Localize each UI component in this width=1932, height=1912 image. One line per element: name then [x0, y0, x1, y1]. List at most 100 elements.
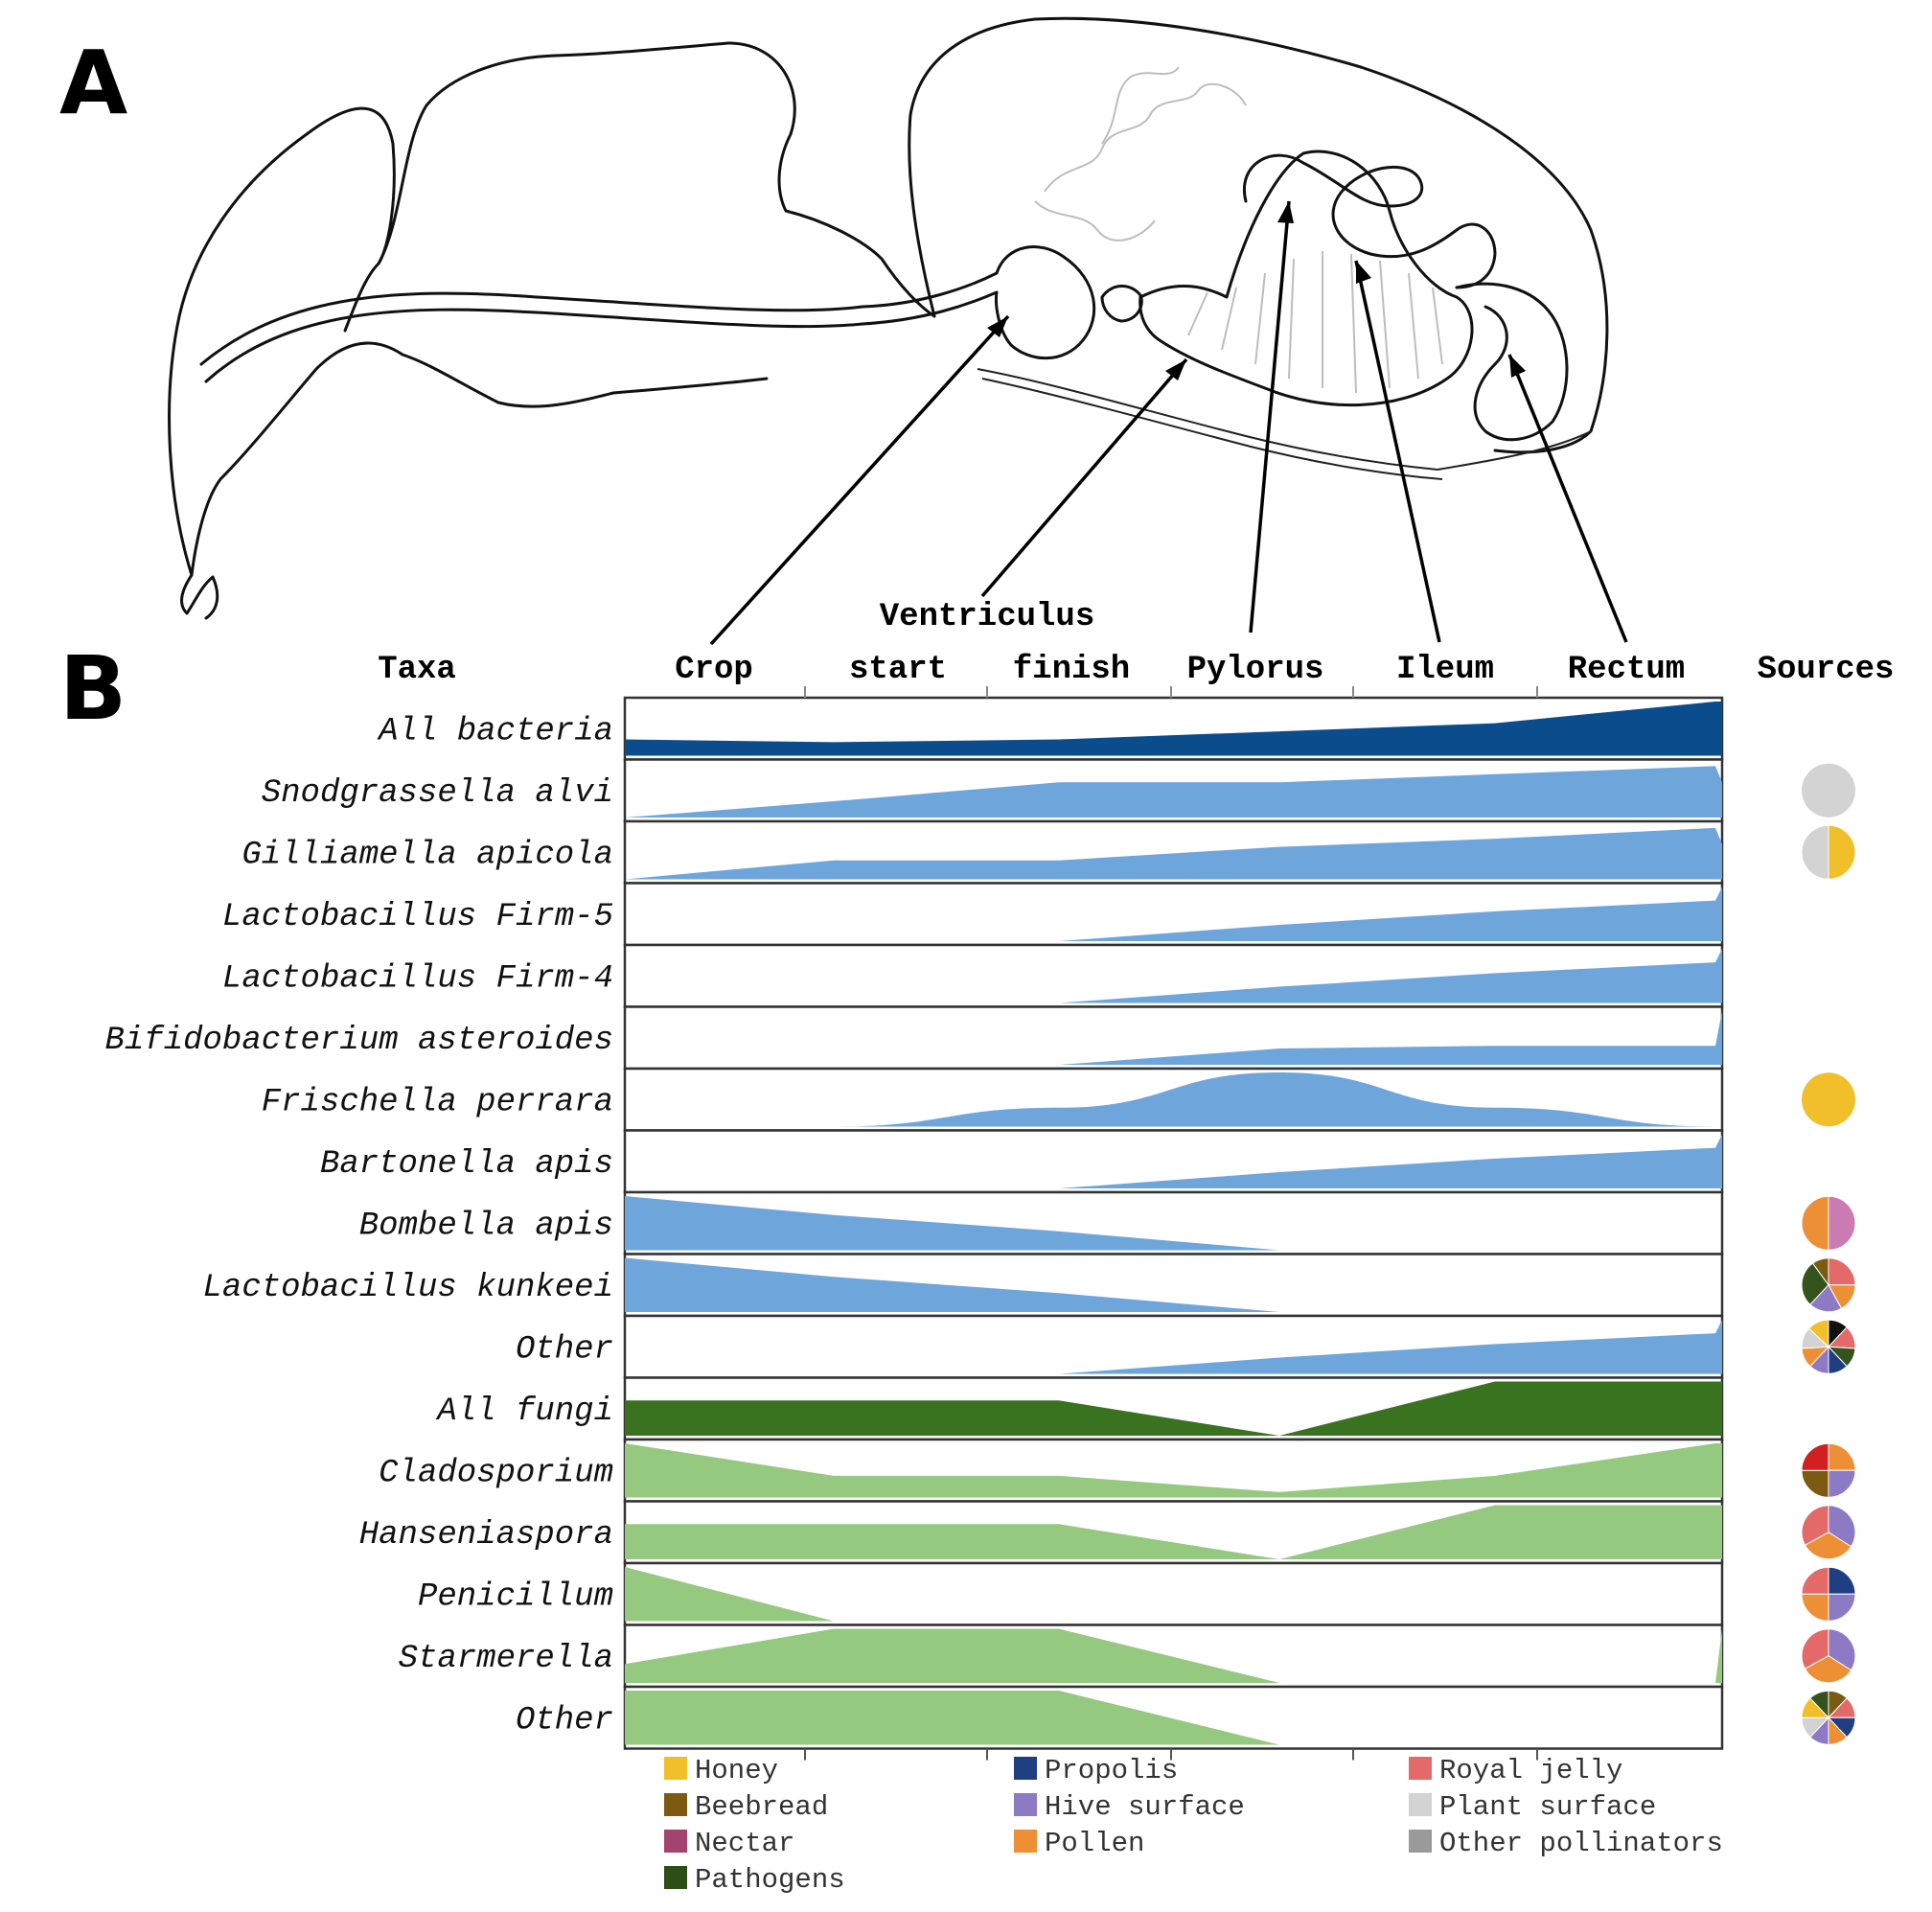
- arrowhead-ileum: [1356, 261, 1371, 284]
- panel-b-label: B: [59, 637, 126, 740]
- legend-item-propolis: Propolis: [1014, 1755, 1178, 1786]
- legend-item-pathogens: Pathogens: [664, 1864, 845, 1896]
- arrow-rectum: [1507, 354, 1628, 643]
- taxon-label: Gilliamella apicola: [242, 837, 613, 873]
- taxon-label: Frischella perrara: [262, 1084, 613, 1120]
- abundance-area: [625, 887, 1722, 941]
- crop: [995, 245, 1096, 360]
- arrow-pylorus: [1249, 200, 1291, 633]
- section-header-finish: finish: [1013, 652, 1130, 688]
- legend-swatch: [1409, 1830, 1432, 1853]
- mouthparts: [180, 573, 219, 620]
- taxon-label: Other: [516, 1331, 613, 1368]
- legend-item-hive-surface: Hive surface: [1014, 1791, 1245, 1823]
- source-pie-gilliamella-apicola-2: [1801, 824, 1856, 880]
- ventriculus: [1138, 150, 1474, 407]
- taxon-label: Snodgrassella alvi: [262, 775, 613, 812]
- taxon-label: All bacteria: [377, 713, 613, 749]
- abundance-area: [625, 1010, 1722, 1065]
- taxon-label: Lactobacillus Firm-4: [222, 960, 613, 997]
- legend-swatch: [664, 1757, 687, 1780]
- source-pie-cladosporium-12: [1801, 1442, 1856, 1498]
- pie-slice: [1801, 1628, 1829, 1670]
- section-ticks: [804, 686, 1538, 1761]
- section-header-start: start: [849, 652, 947, 688]
- taxon-row-starmerella-15: Starmerella: [399, 1624, 1724, 1689]
- abundance-area: [625, 1691, 1722, 1745]
- malpighian-tubules: [1034, 66, 1247, 242]
- legend-label: Royal jelly: [1439, 1755, 1622, 1786]
- thorax-division: [343, 262, 380, 333]
- abundance-area: [625, 1257, 1722, 1312]
- taxon-row-frischella-perrara-6: Frischella perrara: [262, 1067, 1724, 1132]
- legend-item-royal-jelly: Royal jelly: [1409, 1755, 1622, 1786]
- legend-swatch: [1014, 1757, 1037, 1780]
- abundance-area: [625, 949, 1722, 1003]
- legend-label: Nectar: [695, 1828, 794, 1859]
- panel-a-label: A: [59, 32, 127, 134]
- pie-slice: [1802, 763, 1855, 818]
- legend-label: Beebread: [695, 1791, 828, 1823]
- pie-slice: [1801, 1442, 1829, 1471]
- legend-label: Plant surface: [1439, 1791, 1656, 1823]
- source-pie-hanseniaspora-13: [1801, 1505, 1856, 1560]
- taxon-row-other-16: Other: [516, 1685, 1724, 1750]
- pie-slice: [1828, 824, 1856, 880]
- taxon-row-bartonella-apis-7: Bartonella apis: [320, 1129, 1724, 1194]
- section-header-ileum: Ileum: [1396, 652, 1494, 688]
- taxon-row-lactobacillus-kunkeei-9: Lactobacillus kunkeei: [203, 1253, 1724, 1318]
- taxon-row-other-10: Other: [516, 1314, 1724, 1379]
- taxon-row-bombella-apis-8: Bombella apis: [359, 1190, 1724, 1255]
- source-pie-other-10: [1801, 1319, 1856, 1374]
- taxa-header: Taxa: [378, 652, 456, 688]
- source-pie-snodgrassella-alvi-1: [1802, 763, 1855, 818]
- taxon-label: Lactobacillus kunkeei: [203, 1270, 613, 1306]
- taxon-row-all-bacteria-0: All bacteria: [377, 696, 1724, 761]
- abundance-area: [625, 702, 1722, 756]
- taxon-label: Hanseniaspora: [359, 1517, 613, 1554]
- proventriculus: [1100, 285, 1143, 323]
- arrow-ileum: [1354, 260, 1441, 643]
- ventral-nerve-cord: [977, 368, 1443, 480]
- sources-header: Sources: [1758, 652, 1895, 688]
- taxon-row-snodgrassella-alvi-1: Snodgrassella alvi: [262, 758, 1724, 823]
- arrowhead-rectum: [1509, 355, 1526, 378]
- abundance-area: [625, 827, 1722, 880]
- arrowhead-crop: [987, 316, 1008, 337]
- lower-body-outline: [190, 341, 769, 577]
- abundance-area: [625, 1505, 1722, 1559]
- abundance-area: [625, 766, 1722, 818]
- legend-label: Honey: [695, 1755, 778, 1786]
- arrowhead-pylorus: [1277, 201, 1294, 223]
- pie-slice: [1801, 824, 1829, 880]
- abundance-area: [625, 1628, 1722, 1683]
- taxon-label: Bombella apis: [359, 1208, 613, 1244]
- source-pie-penicillum-14: [1801, 1566, 1856, 1622]
- arrow-ventriculus: [980, 357, 1188, 598]
- ileum: [1243, 153, 1497, 289]
- pie-slice: [1828, 1195, 1856, 1251]
- source-pie-frischella-perrara-6: [1802, 1072, 1855, 1127]
- legend-swatch: [1014, 1830, 1037, 1853]
- bee-anatomy-drawing: [168, 16, 1609, 620]
- taxon-label: Starmerella: [399, 1641, 613, 1677]
- legend-swatch: [1409, 1793, 1432, 1816]
- pie-slice: [1801, 1469, 1829, 1498]
- taxon-row-hanseniaspora-13: Hanseniaspora: [359, 1500, 1724, 1565]
- pie-slice: [1801, 1566, 1829, 1595]
- pie-slice: [1828, 1257, 1856, 1286]
- section-header-crop: Crop: [675, 652, 753, 688]
- pie-slice: [1811, 1257, 1829, 1287]
- legend-swatch: [1014, 1793, 1037, 1816]
- taxon-label: Cladosporium: [379, 1455, 613, 1491]
- pie-slice: [1828, 1442, 1856, 1471]
- abundance-area: [625, 1134, 1722, 1188]
- source-pie-starmerella-15: [1801, 1628, 1856, 1684]
- section-arrows: [709, 200, 1628, 646]
- taxon-label: Other: [516, 1702, 613, 1739]
- taxon-label: Lactobacillus Firm-5: [222, 899, 613, 935]
- taxon-label: All fungi: [435, 1394, 613, 1430]
